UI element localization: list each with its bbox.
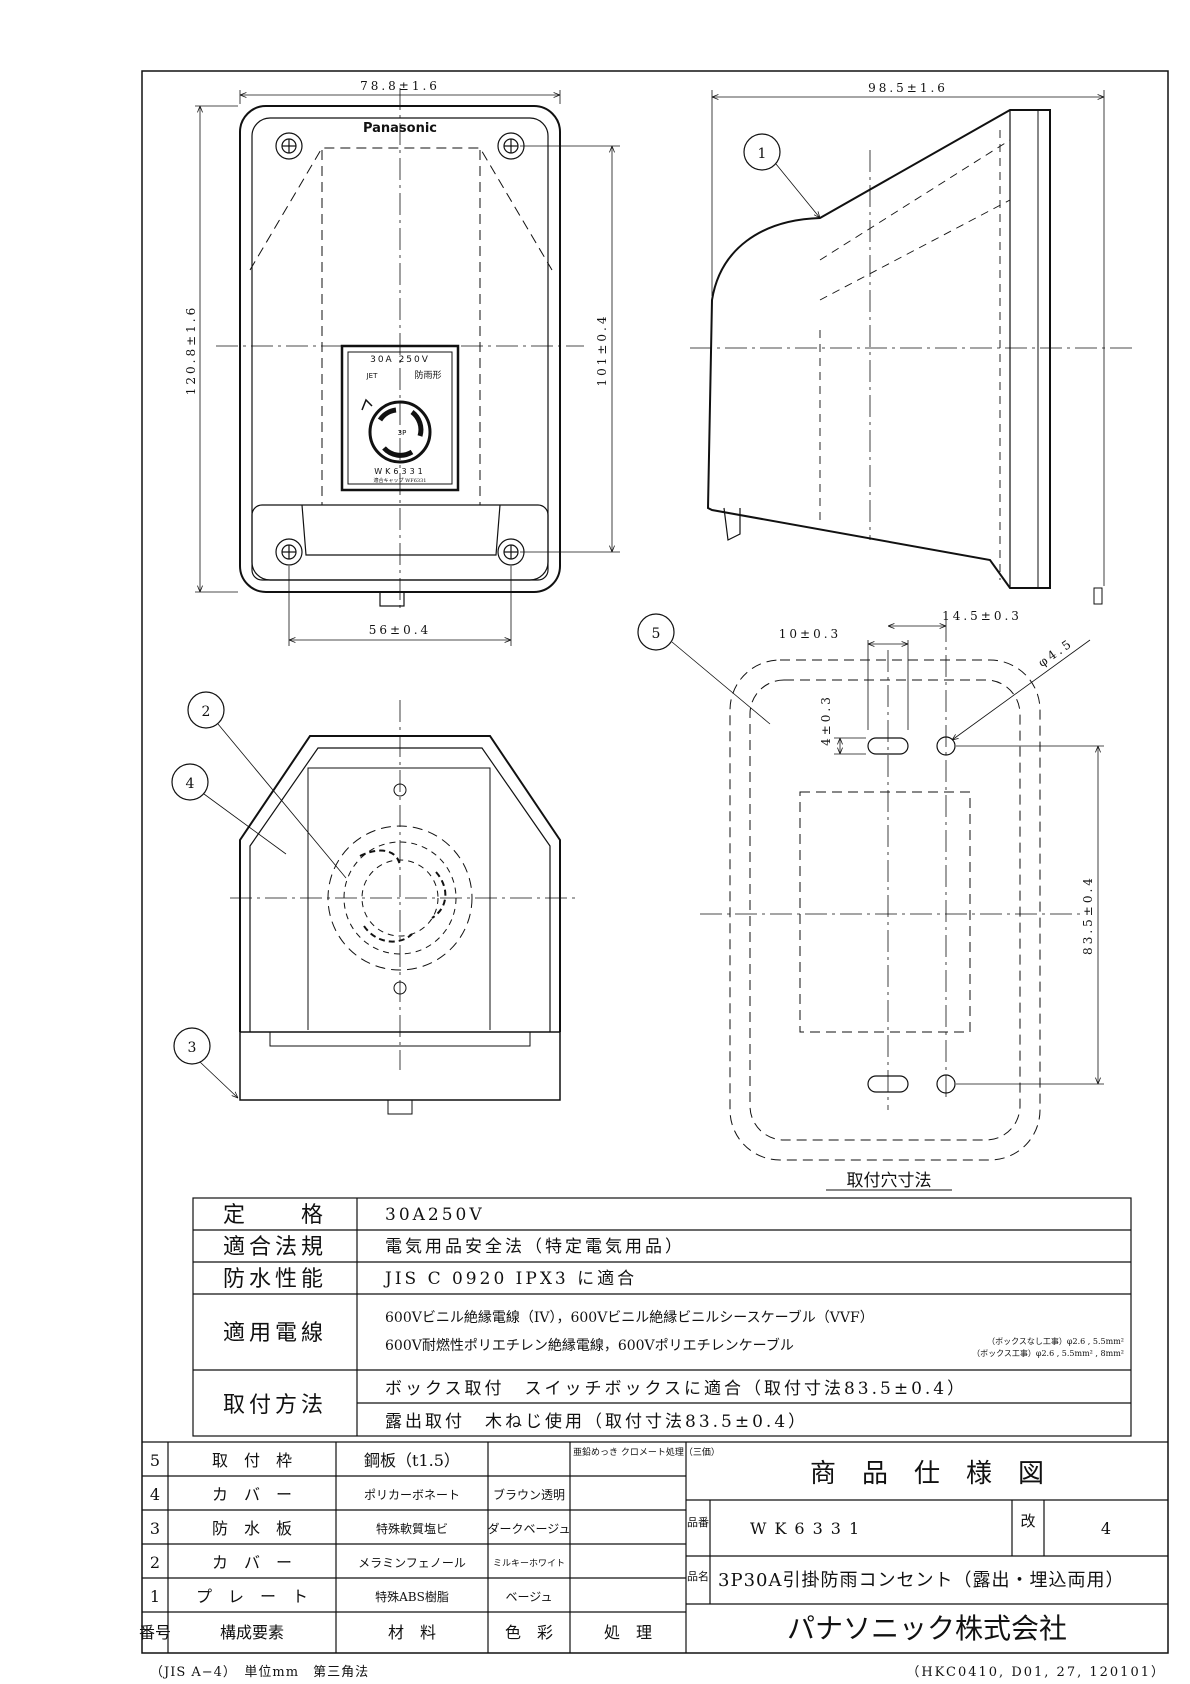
- mount-hole-view: [637, 613, 1104, 1191]
- faceplate-rating: 30A 250V: [370, 355, 430, 365]
- sheet-border: [141, 70, 1169, 1654]
- part-material: ポリカーボネート: [364, 1488, 460, 1502]
- spec-value-waterproof: JIS C 0920 IPX3 に適合: [383, 1269, 637, 1289]
- part-name: 取 付 枠: [212, 1451, 292, 1470]
- part-no: 4: [150, 1485, 160, 1504]
- internal-view: [171, 691, 580, 1115]
- dim-front-bottom-width: 56±0.4: [369, 623, 431, 637]
- spec-value-install-box: ボックス取付 スイッチボックスに適合（取付寸法83.5±0.4）: [385, 1379, 967, 1399]
- part-material: 特殊軟質塩ビ: [376, 1521, 448, 1536]
- dim-mount-pitch: 83.5±0.4: [1081, 875, 1095, 955]
- drawing-title: 商 品 仕 様 図: [810, 1459, 1044, 1489]
- spec-note-wire-2: （ボックス工事）φ2.6 , 5.5mm² , 8mm²: [972, 1348, 1124, 1358]
- faceplate-cap-note: 適合キャップ WF6331: [374, 477, 427, 484]
- dim-side-depth: 98.5±1.6: [868, 81, 948, 95]
- side-view: [690, 90, 1136, 605]
- footer-standard: （JIS A−4） 単位mm 第三角法: [150, 1664, 369, 1680]
- parts-header-color: 色 彩: [505, 1623, 553, 1642]
- dim-front-width: 78.8±1.6: [360, 79, 440, 93]
- footer-doc-code: （HKC0410, D01, 27, 120101）: [906, 1665, 1166, 1680]
- dim-slot-width: 10±0.3: [779, 627, 841, 641]
- spec-label-rating: 定 格: [223, 1203, 327, 1228]
- product-name-label: 品名: [687, 1569, 709, 1583]
- spec-value-rating: 30A250V: [385, 1205, 485, 1225]
- part-material: 特殊ABS樹脂: [375, 1589, 449, 1604]
- product-part-no: WK6331: [750, 1519, 867, 1538]
- part-name: カ バ ー: [212, 1553, 292, 1572]
- revision-label: 改: [1020, 1512, 1035, 1530]
- part-name: カ バ ー: [212, 1485, 292, 1504]
- spec-value-law: 電気用品安全法（特定電気用品）: [385, 1237, 685, 1257]
- part-no: 5: [150, 1451, 160, 1470]
- spec-label-waterproof: 防水性能: [223, 1267, 327, 1292]
- part-color: ミルキーホワイト: [493, 1558, 565, 1569]
- spec-label-install: 取付方法: [223, 1393, 327, 1418]
- part-name: プ レ ー ト: [196, 1587, 308, 1606]
- callout-3: 3: [188, 1040, 197, 1056]
- spec-label-law: 適合法規: [223, 1235, 327, 1260]
- dim-front-inner-height: 101±0.4: [595, 313, 609, 386]
- faceplate-model: WK6331: [374, 467, 426, 476]
- parts-header-material: 材 料: [388, 1623, 436, 1642]
- part-no: 3: [150, 1519, 160, 1538]
- revision-value: 4: [1101, 1519, 1111, 1538]
- faceplate-rainproof: 防雨形: [414, 369, 441, 381]
- part-treatment: 亜鉛めっき クロメート処理（三価）: [573, 1446, 720, 1458]
- callout-1: 1: [758, 146, 767, 162]
- part-no: 1: [150, 1587, 160, 1606]
- part-no: 2: [150, 1553, 160, 1572]
- part-name: 防 水 板: [212, 1519, 292, 1538]
- mount-hole-caption: 取付穴寸法: [847, 1171, 932, 1191]
- spec-table-grid: [192, 1197, 1132, 1437]
- part-no-label: 品番: [687, 1516, 709, 1529]
- faceplate-pole: 3P: [398, 429, 407, 437]
- callout-4: 4: [186, 776, 195, 792]
- part-material: メラミンフェノール: [358, 1556, 466, 1570]
- parts-header-treatment: 処 理: [604, 1623, 652, 1642]
- part-color: ベージュ: [506, 1590, 553, 1604]
- spec-value-wire-2: 600V耐燃性ポリエチレン絶縁電線，600Vポリエチレンケーブル: [385, 1337, 794, 1354]
- title-block: 商 品 仕 様 図 品番 WK6331 改 4 品名 3P30A引掛防雨コンセン…: [687, 1459, 1124, 1645]
- dim-hole-spacing-x: 14.5±0.3: [942, 609, 1022, 623]
- parts-header-no: 番号: [139, 1623, 171, 1642]
- spec-label-wire: 適用電線: [223, 1321, 327, 1346]
- product-name: 3P30A引掛防雨コンセント（露出・埋込両用）: [718, 1570, 1124, 1591]
- parts-grid: [142, 1441, 1168, 1653]
- company-name: パナソニック株式会社: [787, 1612, 1067, 1645]
- dim-slot-height: 4±0.3: [819, 694, 833, 746]
- part-material: 鋼板（t1.5）: [364, 1451, 460, 1470]
- faceplate-jet: JET: [366, 372, 378, 380]
- callout-2: 2: [202, 704, 211, 720]
- part-color: ブラウン透明: [493, 1487, 565, 1502]
- part-color: ダークベージュ: [488, 1521, 571, 1536]
- spec-note-wire-1: （ボックスなし工事）φ2.6 , 5.5mm²: [987, 1336, 1124, 1346]
- parts-header-name: 構成要素: [220, 1623, 284, 1642]
- spec-value-wire-1: 600Vビニル絶縁電線（IV），600Vビニル絶縁ビニルシースケーブル（VVF）: [385, 1309, 874, 1326]
- callout-5: 5: [652, 626, 661, 642]
- spec-value-install-exposed: 露出取付 木ねじ使用（取付寸法83.5±0.4）: [385, 1411, 808, 1432]
- spec-table: 定 格 30A250V 適合法規 電気用品安全法（特定電気用品） 防水性能 JI…: [223, 1203, 1124, 1432]
- brand-logo: Panasonic: [363, 121, 437, 136]
- parts-table: 5 取 付 枠 鋼板（t1.5） 亜鉛めっき クロメート処理（三価） 4 カ バ…: [139, 1446, 720, 1642]
- front-view: [195, 88, 620, 646]
- dim-front-height: 120.8±1.6: [184, 305, 198, 396]
